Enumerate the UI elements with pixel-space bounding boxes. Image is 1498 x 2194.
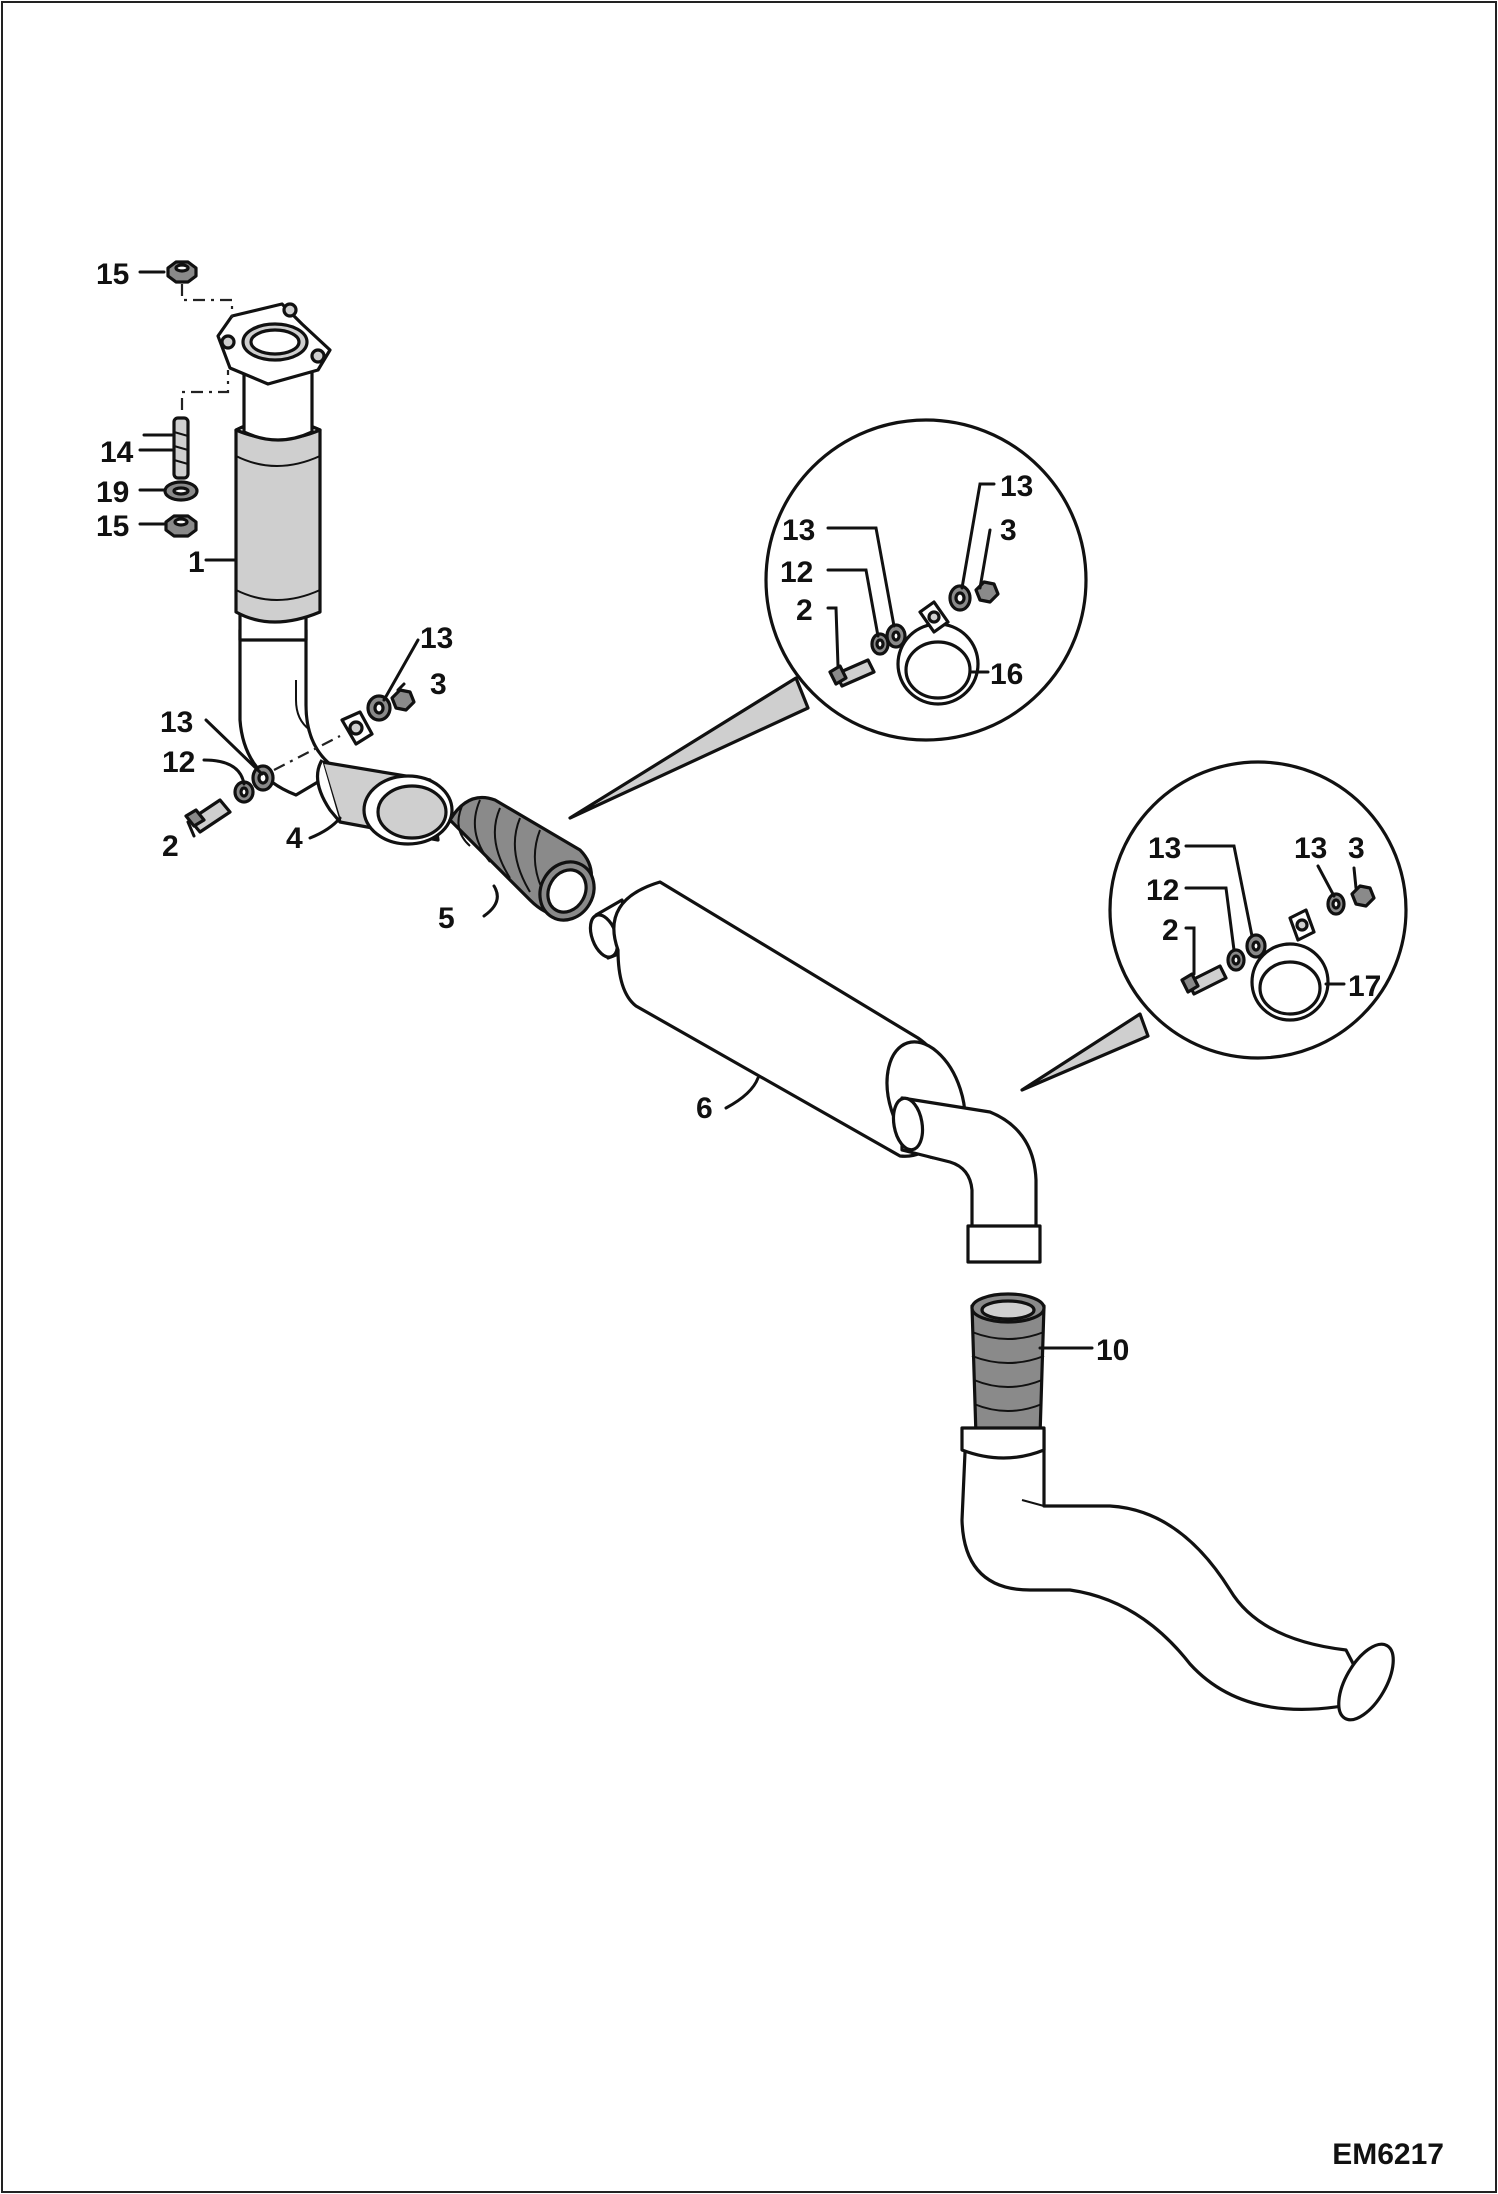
detail-view-clamp-17 bbox=[1020, 760, 1408, 1092]
detail1-callout-12: 12 bbox=[780, 556, 813, 589]
tail-pipe bbox=[960, 1426, 1395, 1722]
detail2-callout-2: 2 bbox=[1162, 914, 1179, 947]
callout-1: 1 bbox=[188, 546, 205, 579]
callout-4: 4 bbox=[286, 822, 303, 855]
callout-13-right: 13 bbox=[420, 622, 453, 655]
detail1-callout-13-left: 13 bbox=[782, 514, 815, 547]
drawing-code: EM6217 bbox=[1332, 2138, 1444, 2171]
detail2-callout-13-left: 13 bbox=[1148, 832, 1181, 865]
callout-2: 2 bbox=[162, 830, 179, 863]
callout-12: 12 bbox=[162, 746, 195, 779]
detail2-callout-12: 12 bbox=[1146, 874, 1179, 907]
callout-19: 19 bbox=[96, 476, 129, 509]
callout-14: 14 bbox=[100, 436, 134, 469]
detail2-callout-3: 3 bbox=[1348, 832, 1365, 865]
detail1-callout-3: 3 bbox=[1000, 514, 1017, 547]
detail2-callout-17: 17 bbox=[1348, 970, 1381, 1003]
leader-lines bbox=[138, 270, 1358, 1350]
callout-3: 3 bbox=[430, 668, 447, 701]
detail1-callout-13-top: 13 bbox=[1000, 470, 1033, 503]
callout-10: 10 bbox=[1096, 1334, 1129, 1367]
part-5-flex-pipe bbox=[448, 795, 596, 922]
callout-15-top: 15 bbox=[96, 258, 129, 291]
flange-fasteners bbox=[163, 260, 234, 538]
part-10-flex-pipe bbox=[970, 1292, 1046, 1438]
detail-view-clamp-16 bbox=[568, 418, 1088, 820]
callout-6: 6 bbox=[696, 1092, 713, 1125]
part-1-front-pipe bbox=[216, 302, 340, 797]
part-6-muffler bbox=[588, 880, 1042, 1264]
detail1-callout-16: 16 bbox=[990, 658, 1023, 691]
detail2-callout-13-right: 13 bbox=[1294, 832, 1327, 865]
detail1-callout-2: 2 bbox=[796, 594, 813, 627]
callout-13-left: 13 bbox=[160, 706, 193, 739]
callout-15-bottom: 15 bbox=[96, 510, 129, 543]
callout-5: 5 bbox=[438, 902, 455, 935]
callout-labels: 15 14 19 15 1 13 3 13 12 2 4 5 6 10 13 1… bbox=[96, 258, 1381, 1367]
part-4-clamp bbox=[184, 688, 454, 846]
